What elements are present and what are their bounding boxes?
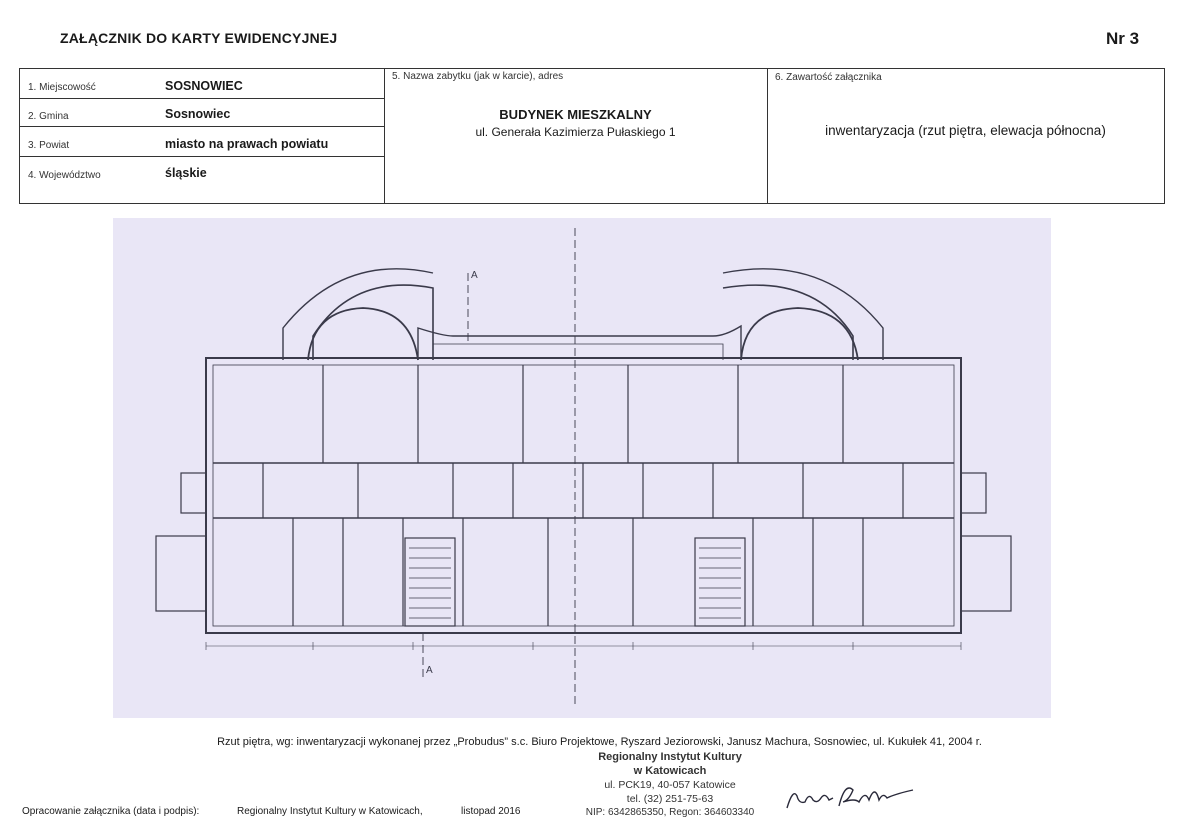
field-powiat: 3. Powiat miasto na prawach powiatu	[20, 126, 384, 157]
handwritten-signature	[786, 787, 914, 809]
section-mark-bottom: A	[426, 665, 433, 676]
field-label: 3. Powiat	[28, 140, 70, 151]
stamp-line: tel. (32) 251-75-63	[626, 793, 714, 805]
field-value: śląskie	[165, 166, 207, 180]
field-label: 1. Miejscowość	[28, 82, 96, 93]
footer-date: listopad 2016	[461, 806, 521, 817]
field-value: miasto na prawach powiatu	[165, 137, 329, 151]
monument-name-cell: 5. Nazwa zabytku (jak w karcie), adres B…	[384, 69, 768, 203]
field-label: 2. Gmina	[28, 111, 69, 122]
field-label: 5. Nazwa zabytku (jak w karcie), adres	[392, 71, 564, 82]
field-gmina: 2. Gmina Sosnowiec	[20, 98, 384, 127]
field-label: 4. Województwo	[28, 170, 101, 181]
plan-caption: Rzut piętra, wg: inwentaryzacji wykonane…	[217, 736, 982, 748]
section-mark-top: A	[471, 270, 478, 281]
floor-plan-drawing: A A	[155, 228, 1012, 708]
monument-address: ul. Generała Kazimierza Pułaskiego 1	[475, 125, 676, 139]
field-wojewodztwo: 4. Województwo śląskie	[20, 156, 384, 203]
footer-prepared-label: Opracowanie załącznika (data i podpis):	[22, 806, 200, 817]
field-label: 6. Zawartość załącznika	[775, 72, 882, 83]
field-miejscowosc: 1. Miejscowość SOSNOWIEC	[20, 69, 384, 99]
stamp-line: ul. PCK19, 40-057 Katowice	[604, 779, 736, 791]
page-title: ZAŁĄCZNIK DO KARTY EWIDENCYJNEJ	[60, 30, 338, 46]
institution-stamp: Regionalny Instytut Kultury w Katowicach…	[555, 750, 785, 820]
field-value: SOSNOWIEC	[165, 79, 243, 93]
header-table: 1. Miejscowość SOSNOWIEC 2. Gmina Sosnow…	[19, 68, 1165, 204]
floor-plan-image: A A	[113, 218, 1051, 718]
attachment-number: Nr 3	[1106, 29, 1140, 48]
footer-institution: Regionalny Instytut Kultury w Katowicach…	[237, 806, 423, 817]
stamp-line: Regionalny Instytut Kultury	[598, 751, 742, 763]
field-value: Sosnowiec	[165, 107, 231, 121]
stamp-line: w Katowicach	[633, 765, 707, 777]
monument-name: BUDYNEK MIESZKALNY	[499, 107, 652, 122]
attachment-content-cell: 6. Zawartość załącznika inwentaryzacja (…	[767, 69, 1164, 203]
location-fields: 1. Miejscowość SOSNOWIEC 2. Gmina Sosnow…	[20, 69, 385, 203]
attachment-content: inwentaryzacja (rzut piętra, elewacja pó…	[825, 123, 1106, 138]
stamp-line: NIP: 6342865350, Regon: 364603340	[585, 807, 755, 818]
